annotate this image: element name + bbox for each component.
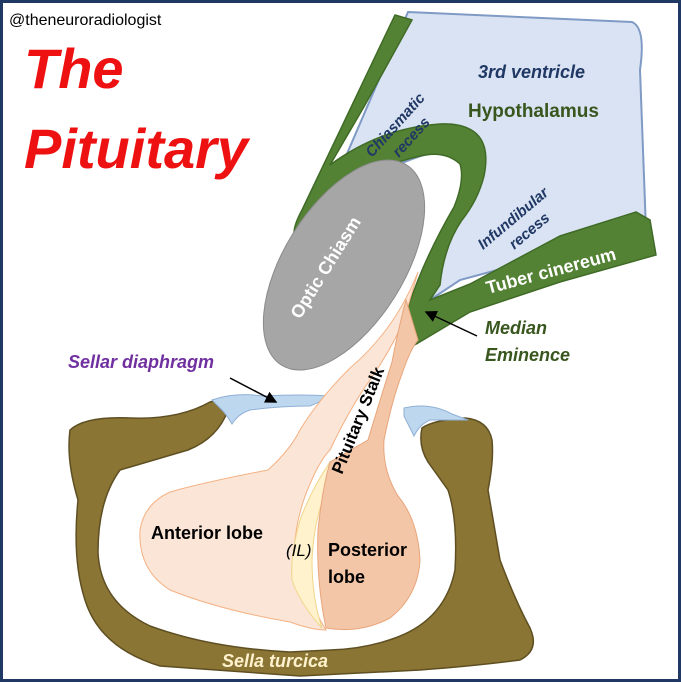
sellar-diaphragm-arrow xyxy=(229,377,278,403)
anterior-lobe-label: Anterior lobe xyxy=(151,523,263,543)
title-line-1: The xyxy=(24,37,124,100)
watermark-text: @theneuroradiologist xyxy=(9,12,162,29)
intermediate-lobe-label: (IL) xyxy=(286,541,312,560)
title-line-2: Pituitary xyxy=(24,117,251,180)
median-eminence-line-1: Median xyxy=(485,318,547,338)
median-eminence-line-2: Eminence xyxy=(485,345,570,365)
sellar-diaphragm-left xyxy=(211,394,332,425)
sellar-diaphragm-label: Sellar diaphragm xyxy=(68,352,214,372)
posterior-lobe-line-1: Posterior xyxy=(328,540,407,560)
sellar-diaphragm-right xyxy=(403,405,469,438)
posterior-lobe-line-2: lobe xyxy=(328,567,365,587)
posterior-lobe xyxy=(317,298,421,631)
anterior-lobe xyxy=(139,271,419,631)
sella-turcica-bone xyxy=(68,400,535,677)
median-eminence-arrow xyxy=(424,311,478,337)
intermediate-lobe xyxy=(291,461,331,629)
sella-turcica-label: Sella turcica xyxy=(222,651,328,671)
hypothalamus-label: Hypothalamus xyxy=(468,101,599,122)
optic-chiasm xyxy=(262,159,426,371)
third-ventricle-label: 3rd ventricle xyxy=(478,62,585,82)
